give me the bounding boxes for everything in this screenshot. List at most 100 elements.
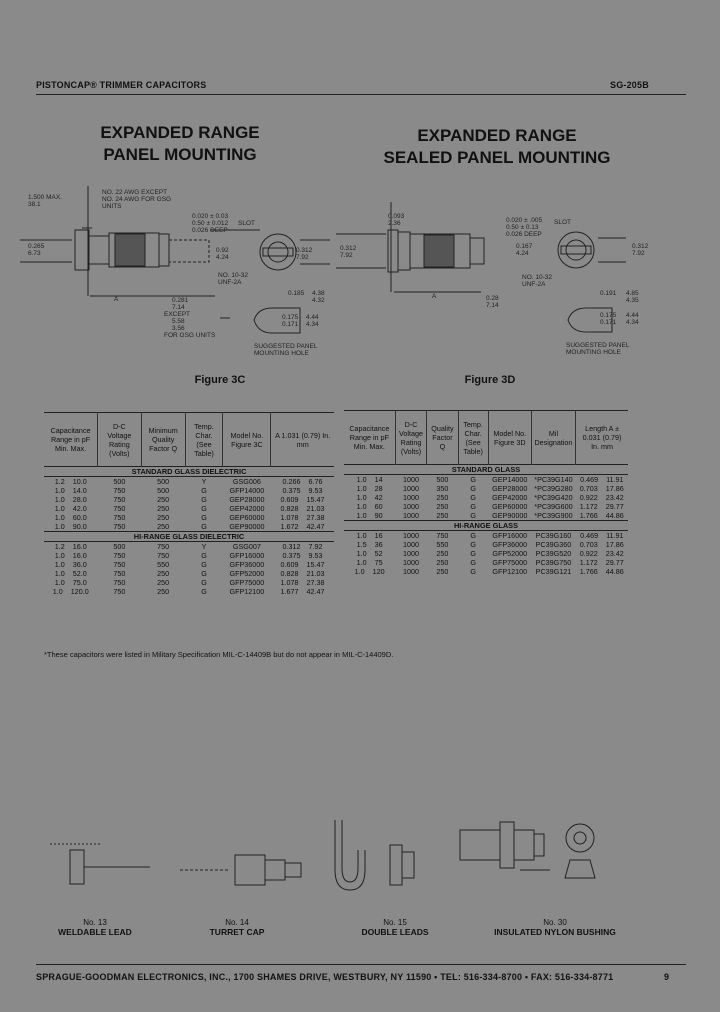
company-footer: SPRAGUE-GOODMAN ELECTRONICS, INC., 1700 … [36,972,614,982]
table-cell: 250 [141,578,185,587]
table-cell-value: G [201,560,207,569]
table-cell: GFP36000 [223,560,271,569]
dim-3c-23: 3.56 [172,325,185,332]
table-cell: 250 [427,558,458,567]
table-cell: PC39G121 [531,567,575,576]
table-cell: GSG006 [223,477,271,486]
table-cell-value: 0.609 [280,495,299,504]
table-section-heading: HI-RANGE GLASS DIELECTRIC [44,531,334,542]
table-cell: 250 [427,493,458,502]
table-cell-value: 11.91 [606,531,624,540]
table-3d-header: Capacitance Range in pF Min. Max. [344,410,396,465]
table-cell-value: GEP42000 [229,504,265,513]
table-cell: GFP16000 [223,551,271,560]
table-cell: G [185,486,223,495]
lead-options-drawings [50,820,596,891]
table-cell: GFP14000 [223,486,271,495]
table-cell-value: 1.078 [280,513,299,522]
table-cell-value: 0.312 [282,542,301,551]
dim-3c-31: 4.32 [312,297,325,304]
table-cell-value: 1.0 [356,475,367,484]
table-cell-value: 750 [157,542,170,551]
table-cell-value: 500 [436,475,449,484]
table-cell-value: GEP90000 [229,522,265,531]
dim-3d-6: SLOT [554,219,571,226]
table-cell-value: GFP16000 [492,531,528,540]
table-cell-value: 14 [374,475,383,484]
table-section-heading: STANDARD GLASS DIELECTRIC [44,466,334,477]
table-cell-value: 250 [157,578,170,587]
table-cell-value: G [201,513,207,522]
table-cell-value: PC39G121 [535,567,572,576]
table-cell-value: G [201,504,207,513]
table-cell: 750 [98,569,142,578]
table-cell-value: G [201,551,207,560]
dim-3d-10: 4.24 [516,250,529,257]
table-cell-value: 1.677 [280,587,299,596]
table-cell-value: 750 [113,551,126,560]
table-cell: 500 [98,477,142,486]
table-cell-value: 44.86 [605,511,624,520]
table-cell-value: 1.0 [54,578,65,587]
table-cell-value: 0.922 [579,549,598,558]
table-cell-value: PC39G360 [535,540,572,549]
dim-3d-19: 0.175 [600,312,617,319]
table-cell-value: 7.92 [308,542,323,551]
table-footnote: *These capacitors were listed in Militar… [44,650,394,659]
table-cell: *PC39G280 [531,484,575,493]
table-cell: 750 [98,513,142,522]
dim-3d-15: 7.14 [486,302,499,309]
table-cell: 250 [141,587,185,596]
table-cell: 750 [98,578,142,587]
table-cell-value: 1000 [403,531,420,540]
dim-3d-8: 7.92 [340,252,353,259]
table-cell-value: 250 [436,558,449,567]
table-cell: GFP12100 [488,567,531,576]
table-cell: 500 [98,542,142,551]
lead-name: WELDABLE LEAD [58,927,132,937]
lead-name: TURRET CAP [209,927,265,937]
table-cell-value: GEP90000 [492,511,528,520]
table-cell-value: 60 [374,502,383,511]
table-cell-value: GFP12100 [229,587,265,596]
table-cell-value: G [470,567,476,576]
dim-3c-2: 38.1 [28,201,41,208]
table-cell-value: G [470,511,476,520]
table-cell-value: 60.0 [72,513,87,522]
table-cell-value: GFP36000 [229,560,265,569]
table-cell: 750 [98,551,142,560]
dim-3c-19: 0.281 [172,297,189,304]
table-3c-header: Capacitance Range in pF Min. Max. [44,412,99,467]
table-cell-value: 1000 [403,502,420,511]
table-cell: 350 [427,484,458,493]
table-cell-value: G [470,502,476,511]
table-cell: 250 [427,567,458,576]
table-cell-value: 42.0 [72,504,87,513]
table-cell: G [185,569,223,578]
table-cell-value: 750 [113,569,126,578]
table-cell-value: 0.703 [579,540,598,549]
table-cell-value: 1.0 [354,567,365,576]
table-cell-value: GFP75000 [492,558,528,567]
table-cell: 750 [98,495,142,504]
table-cell-value: 1.0 [356,511,367,520]
table-cell: *PC39G140 [531,475,575,484]
table-cell-value: 0.703 [579,484,598,493]
dim-3c-33: MOUNTING HOLE [254,350,310,357]
table-cell: GEP60000 [223,513,271,522]
table-cell-value: 250 [157,522,170,531]
table-cell-value: 750 [113,560,126,569]
table-3d-header: Quality Factor Q [426,410,459,465]
table-cell-value: 250 [436,549,449,558]
table-cell: GEP28000 [488,484,531,493]
